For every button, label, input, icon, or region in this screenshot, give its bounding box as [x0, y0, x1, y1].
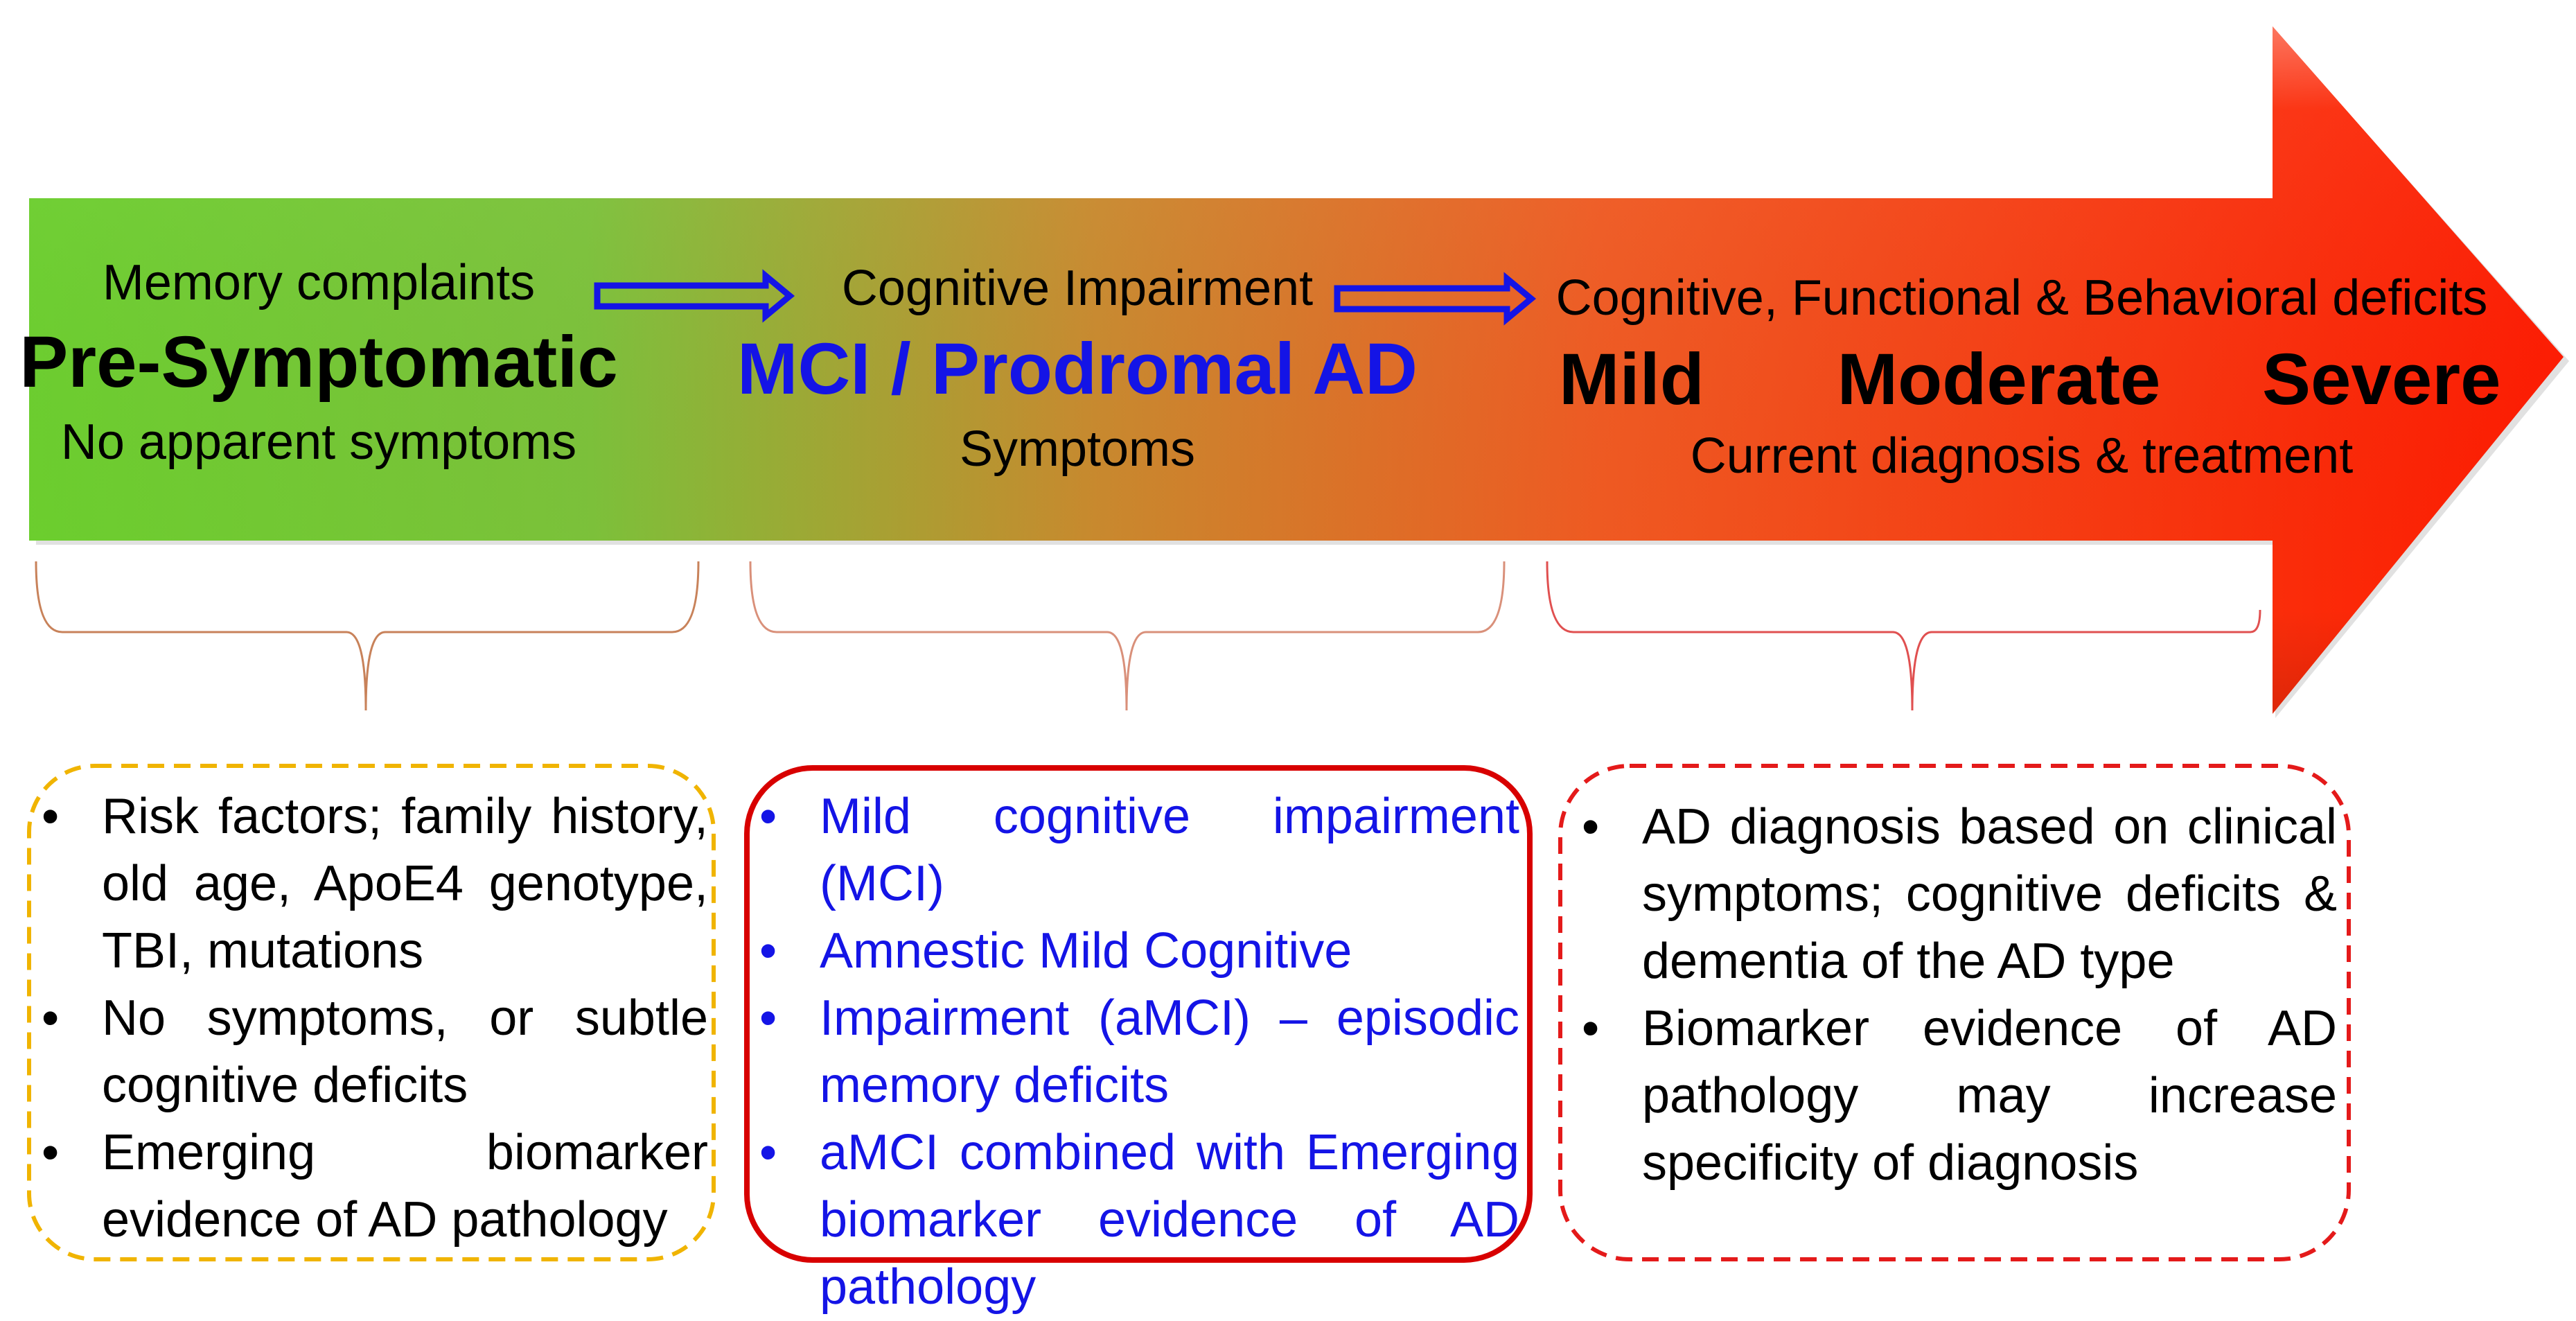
presymptomatic-above: Memory complaints — [102, 255, 536, 310]
transition-arrow-2 — [1334, 272, 1537, 326]
progression-arrow — [29, 26, 2569, 718]
presymptomatic-below: No apparent symptoms — [60, 414, 577, 470]
brace-mci — [749, 561, 1506, 711]
mci-title: MCI / Prodromal AD — [736, 329, 1418, 410]
stage-moderate: Moderate — [1837, 339, 2161, 420]
dementia-below: Current diagnosis & treatment — [1690, 428, 2354, 484]
presymptomatic-list: Risk factors; family history, old age, A… — [29, 783, 708, 1254]
list-item: Impairment (aMCI) – episodic memory defi… — [747, 985, 1519, 1119]
stage-mild: Mild — [1559, 339, 1704, 420]
list-item: Amnestic Mild Cognitive — [747, 918, 1519, 985]
ad-list: AD diagnosis based on clinical symptoms;… — [1569, 794, 2337, 1197]
list-item: Biomarker evidence of AD pathology may i… — [1569, 995, 2337, 1197]
brace-dementia — [1546, 561, 2261, 711]
stage-severe: Severe — [2262, 339, 2501, 420]
list-item: Mild cognitive impairment (MCI) — [747, 783, 1519, 918]
list-item: Emerging biomarker evidence of AD pathol… — [29, 1119, 708, 1254]
list-item: Risk factors; family history, old age, A… — [29, 783, 708, 985]
list-item: No symptoms, or subtle cognitive deficit… — [29, 985, 708, 1119]
ad-box-border — [1558, 764, 2351, 1261]
ad-box: AD diagnosis based on clinical symptoms;… — [1569, 794, 2337, 1197]
dementia-above: Cognitive, Functional & Behavioral defic… — [1555, 270, 2488, 326]
brace-presymptomatic — [35, 561, 700, 711]
mci-box: Mild cognitive impairment (MCI) Amnestic… — [747, 783, 1519, 1321]
presymptomatic-title: Pre-Symptomatic — [19, 322, 618, 403]
list-item: aMCI combined with Emerging biomarker ev… — [747, 1119, 1519, 1321]
mci-below: Symptoms — [959, 421, 1196, 477]
list-item: AD diagnosis based on clinical symptoms;… — [1569, 794, 2337, 995]
transition-arrow-1 — [594, 269, 795, 323]
presymptomatic-box: Risk factors; family history, old age, A… — [29, 783, 708, 1254]
mci-above: Cognitive Impairment — [841, 261, 1314, 316]
mci-list: Mild cognitive impairment (MCI) Amnestic… — [747, 783, 1519, 1321]
